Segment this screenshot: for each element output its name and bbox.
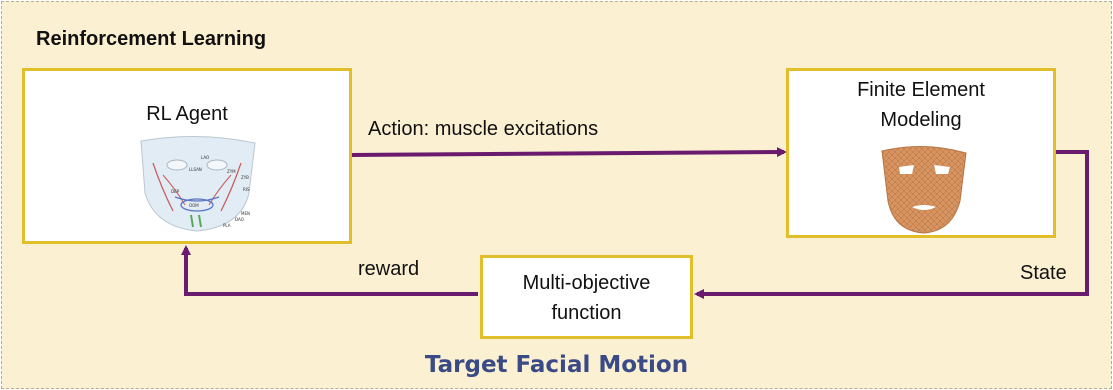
face-label: MEN [241,211,250,216]
multi-objective-node: Multi-objective function [480,255,693,339]
face-label: PLA [223,223,231,228]
footer-caption: Target Facial Motion [424,352,689,378]
face-label: LLSAN [189,167,202,172]
state-arrow [694,150,1089,299]
action-label: Action: muscle excitations [368,118,599,140]
reward-label: reward [358,258,420,280]
face-mesh-image [881,146,967,234]
face-label: OOM [189,203,199,208]
face-label: ZYM [227,169,236,174]
face-label: DEP [171,189,180,194]
action-arrow [351,147,787,158]
reward-arrow [181,245,478,296]
face-label: LAO [201,155,209,160]
panel-title: Reinforcement Learning [36,28,267,50]
fem-label-line-1: Finite Element [857,79,985,101]
fem-label-line-2: Modeling [880,109,962,131]
rl-agent-label: RL Agent [146,103,228,125]
face-label: ZYB [241,175,249,180]
rl-agent-node: RL Agent LAO LLSAN ZYM ZYB RIS DEP OOM M… [22,68,352,244]
multi-objective-label-line-1: Multi-objective [522,272,651,294]
multi-objective-label-line-2: function [551,302,622,324]
face-label: DAO [235,217,244,222]
face-muscle-model-image: LAO LLSAN ZYM ZYB RIS DEP OOM MEN DAO PL… [140,135,256,232]
state-label: State [1020,262,1067,284]
face-label: RIS [243,187,250,192]
fem-node: Finite Element Modeling [786,68,1056,238]
